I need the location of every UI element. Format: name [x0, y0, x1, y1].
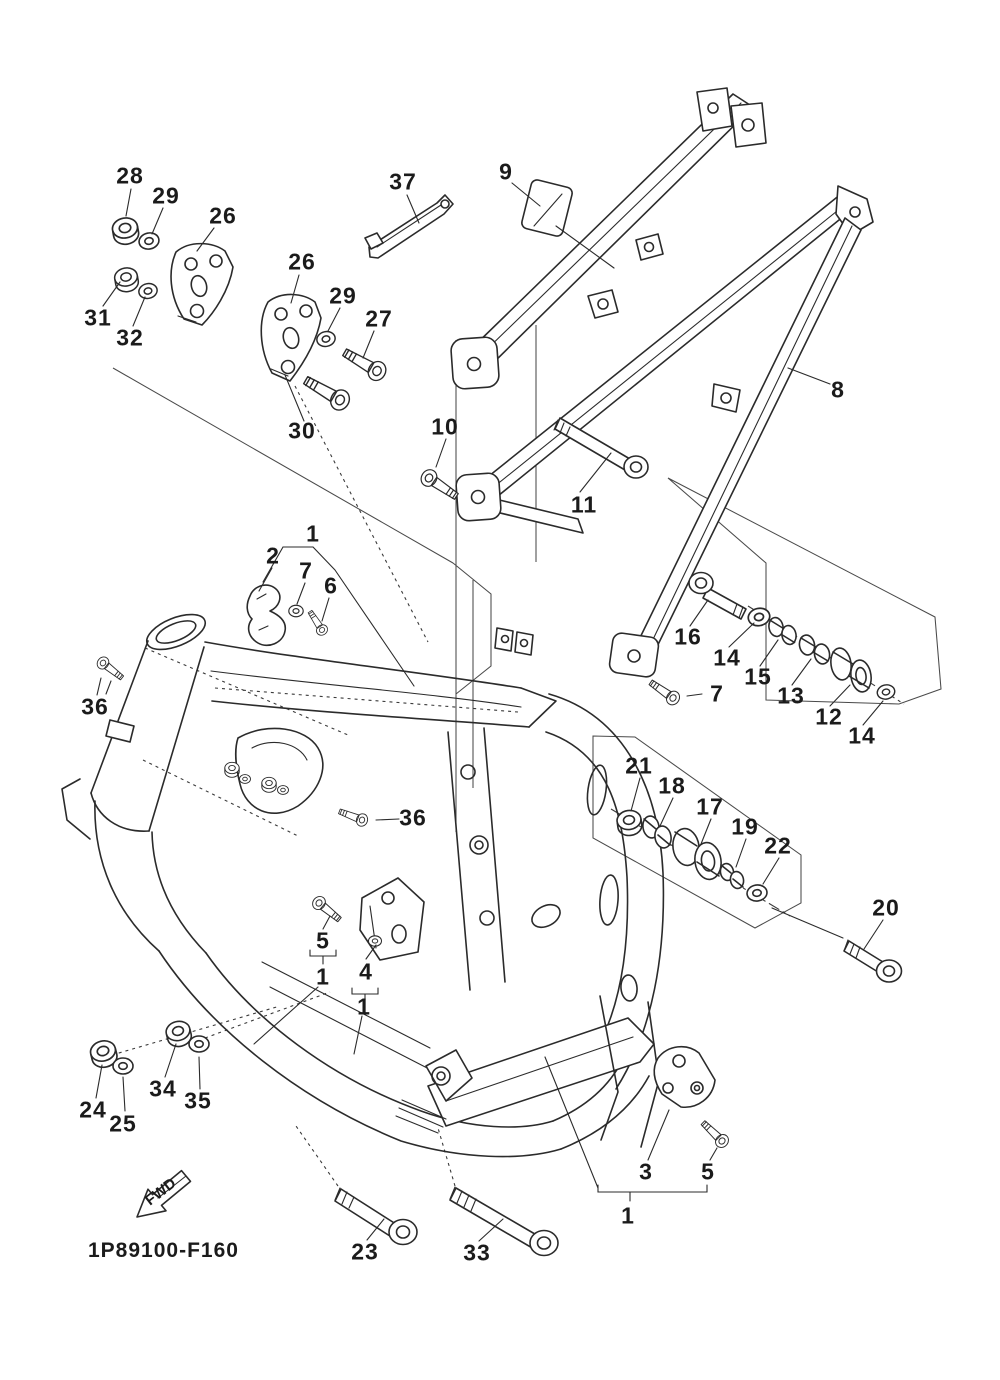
- part-callout-7: 7: [299, 557, 313, 584]
- bracket-26-upper: [170, 242, 234, 326]
- part-callout-28: 28: [116, 162, 144, 189]
- part-callout-34: 34: [149, 1075, 177, 1102]
- bushings-collars: [642, 616, 872, 890]
- part-callout-21: 21: [625, 752, 653, 779]
- part-callout-36: 36: [399, 804, 427, 831]
- part-callout-30: 30: [288, 417, 316, 444]
- part-callout-4: 4: [359, 958, 373, 985]
- part-callout-29: 29: [329, 282, 357, 309]
- part-callout-2: 2: [266, 542, 280, 569]
- part-callout-12: 12: [815, 703, 843, 730]
- part-callout-9: 9: [499, 158, 513, 185]
- part-callout-14: 14: [713, 644, 741, 671]
- clamp-2: [246, 584, 287, 647]
- part-callout-5: 5: [316, 927, 330, 954]
- part-callout-13: 13: [777, 682, 805, 709]
- part-callout-11: 11: [570, 491, 598, 518]
- main-frame: [61, 613, 665, 1158]
- part-9-damper: [521, 179, 573, 237]
- bracket-3: [653, 1045, 716, 1108]
- part-callout-7: 7: [710, 680, 724, 707]
- part-callout-3: 3: [639, 1158, 653, 1185]
- part-callout-8: 8: [831, 376, 845, 403]
- part-callout-33: 33: [463, 1239, 491, 1266]
- part-callout-5: 5: [701, 1158, 715, 1185]
- section-boundary-lines: [112, 325, 942, 929]
- part-callout-35: 35: [184, 1087, 212, 1114]
- part-callout-1: 1: [306, 520, 320, 547]
- part-callout-1: 1: [621, 1202, 635, 1229]
- part-callout-14: 14: [848, 722, 876, 749]
- part-callout-18: 18: [658, 772, 686, 799]
- part-callout-29: 29: [152, 182, 180, 209]
- part-callout-1: 1: [357, 993, 371, 1020]
- rear-subframe: [450, 87, 874, 678]
- part-callout-26: 26: [288, 248, 316, 275]
- part-callout-31: 31: [84, 304, 112, 331]
- group-braces: [309, 949, 708, 1202]
- part-callout-17: 17: [696, 793, 724, 820]
- part-callout-16: 16: [674, 623, 702, 650]
- long-bolts: [334, 417, 903, 1257]
- part-callout-19: 19: [731, 813, 759, 840]
- part-callout-22: 22: [764, 832, 792, 859]
- part-callout-36: 36: [81, 693, 109, 720]
- part-callout-15: 15: [744, 663, 772, 690]
- bracket-26-lower: [260, 293, 322, 382]
- leader-lines: [95, 182, 884, 1242]
- part-callout-25: 25: [109, 1110, 137, 1137]
- part-callout-27: 27: [365, 305, 393, 332]
- part-callout-6: 6: [324, 572, 338, 599]
- part-callout-32: 32: [116, 324, 144, 351]
- part-callout-20: 20: [872, 894, 900, 921]
- part-callout-10: 10: [431, 413, 459, 440]
- part-callout-37: 37: [389, 168, 417, 195]
- part-callout-23: 23: [351, 1238, 379, 1265]
- diagram-code: 1P89100-F160: [88, 1239, 239, 1262]
- part-37-stay: [364, 194, 454, 259]
- part-callout-1: 1: [316, 963, 330, 990]
- part-callout-26: 26: [209, 202, 237, 229]
- part-callout-24: 24: [79, 1096, 107, 1123]
